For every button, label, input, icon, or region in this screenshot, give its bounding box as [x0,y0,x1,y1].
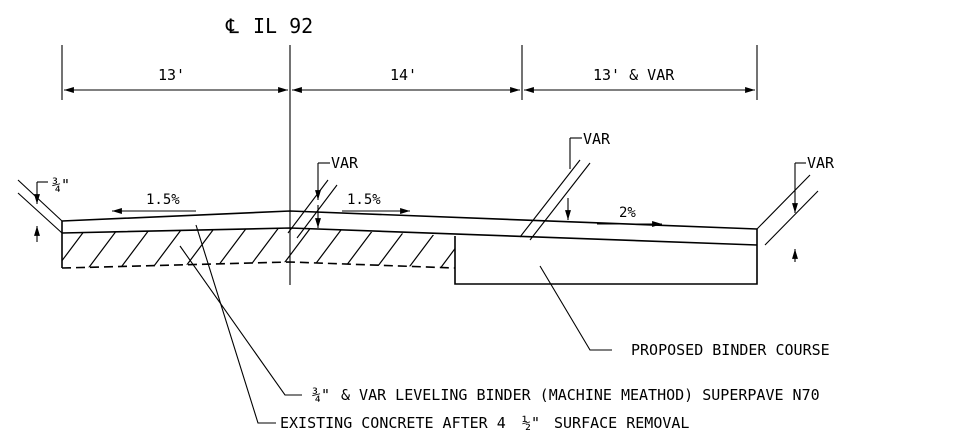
left-thickness-label: ¾" [52,176,70,194]
leveling-leader [179,245,302,396]
dim-label-14: 14' [390,66,417,84]
existing-leader [195,224,276,424]
slope-label-left: 1.5% [146,192,180,208]
existing-callout-fraction: ½" [522,414,540,432]
left-break-line-2 [17,192,63,234]
surface-top-line [61,210,758,230]
dim-label-13-var: 13' & VAR [593,66,675,84]
existing-concrete-hatch [62,228,455,268]
right-break-line-2 [764,190,819,246]
binder-leader [539,265,612,351]
center-break-line-2 [296,184,338,239]
surface-bottom-line [61,227,758,246]
leveling-callout-prefix: ¾" [312,386,330,404]
center-break-line-1 [287,179,329,234]
existing-callout-prefix: EXISTING CONCRETE AFTER 4 [280,414,506,432]
centerline-label: IL 92 [253,14,313,38]
mid-break-line-2 [529,162,591,241]
right-var-label: VAR [807,154,835,172]
proposed-binder-box [454,236,758,285]
leveling-callout-label: & VAR LEVELING BINDER (MACHINE MEATHOD) … [341,386,820,404]
binder-callout-label: PROPOSED BINDER COURSE [631,341,830,359]
left-break-line-1 [17,179,63,222]
mid-break-line-1 [519,159,581,238]
right-break-line-1 [756,174,811,230]
dim-label-13: 13' [158,66,185,84]
existing-callout-rest: SURFACE REMOVAL [554,414,689,432]
slope-label-right: 2% [619,205,636,221]
center-var-label: VAR [331,154,359,172]
slope-label-center: 1.5% [347,192,381,208]
centerline-symbol: ℄ [225,14,239,38]
mid-var-label: VAR [583,130,611,148]
existing-concrete-bottom-line [61,261,456,269]
